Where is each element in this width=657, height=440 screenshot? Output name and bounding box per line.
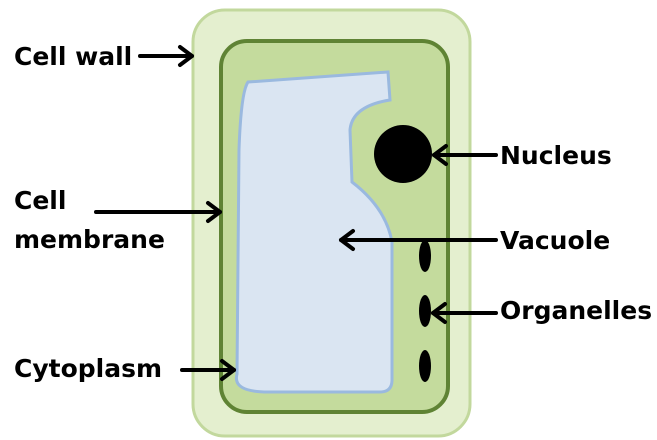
organelle-3 [419,350,431,382]
label-nucleus: Nucleus [500,141,612,171]
organelle-1 [419,240,431,272]
label-cell-membrane-line2: membrane [14,225,165,255]
label-cell-membrane-line1: Cell [14,186,66,216]
label-organelles: Organelles [500,296,652,326]
label-cytoplasm: Cytoplasm [14,354,162,384]
organelle-2 [419,295,431,327]
label-cell-wall: Cell wall [14,42,132,72]
nucleus-shape [374,125,432,183]
label-vacuole: Vacuole [500,226,610,256]
cell-wall-arrow [140,47,192,65]
